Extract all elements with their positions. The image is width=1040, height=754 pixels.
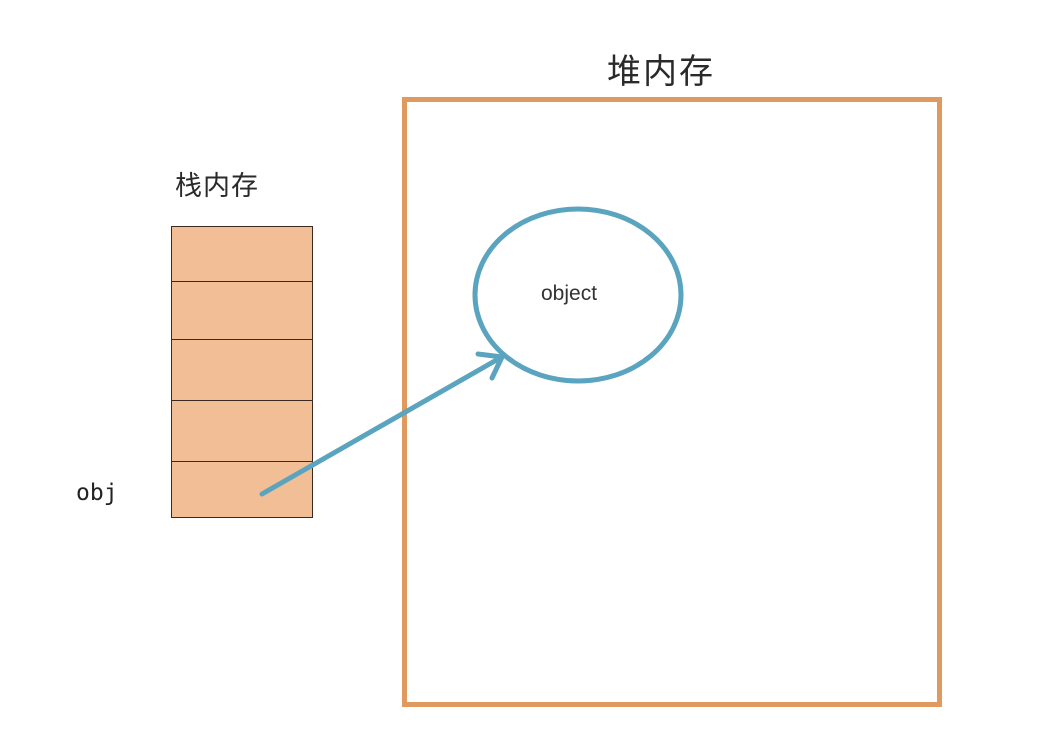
- stack-memory-title: 栈内存: [175, 171, 259, 202]
- heap-memory-box: [402, 97, 942, 707]
- stack-cell-obj: [171, 461, 313, 518]
- stack-cell-1: [171, 281, 313, 341]
- obj-variable-label: obj: [76, 480, 118, 506]
- heap-object-label: object: [541, 282, 598, 305]
- reference-arrow-icon: [259, 351, 505, 497]
- heap-memory-title: 堆内存: [607, 52, 715, 92]
- stack-cell-0: [171, 226, 313, 283]
- stack-cell-3: [171, 400, 313, 463]
- stack-memory-box: [171, 226, 315, 518]
- heap-object-ellipse: [472, 206, 684, 384]
